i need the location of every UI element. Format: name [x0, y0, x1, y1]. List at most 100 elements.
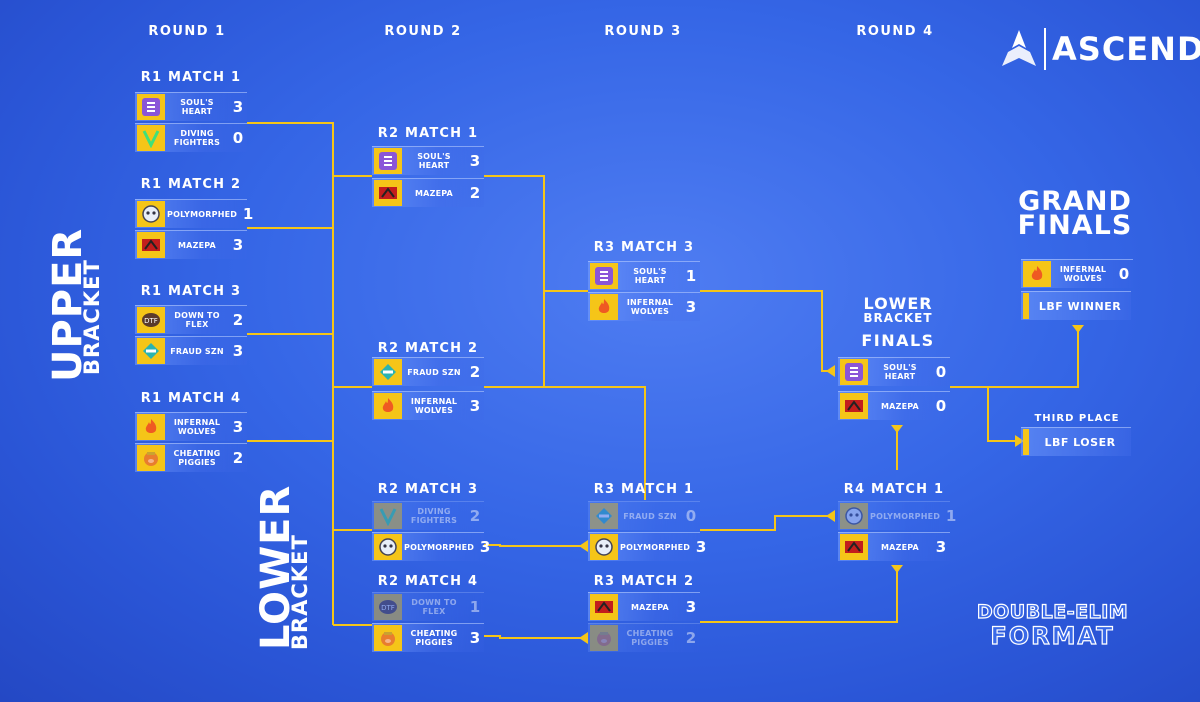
team-score: 1	[242, 205, 254, 223]
team-name: POLYMORPHED	[404, 542, 475, 552]
team-score: 3	[232, 342, 244, 360]
team-name: POLYMORPHED	[167, 209, 238, 219]
third-place-title: THIRD PLACE	[1034, 413, 1120, 424]
r1m1-title: R1 MATCH 1	[140, 70, 242, 85]
team-score: 2	[469, 507, 481, 525]
r3m2-title: R3 MATCH 2	[593, 574, 695, 589]
team-name: MAZEPA	[881, 542, 919, 552]
fraud-szn-logo-icon	[374, 359, 402, 385]
team-score: 2	[469, 184, 481, 202]
mazepa-logo-icon	[374, 180, 402, 206]
team-score: 1	[469, 598, 481, 616]
team-name: MAZEPA	[178, 240, 216, 250]
r2m2-title: R2 MATCH 2	[377, 341, 479, 356]
team-score: 1	[685, 267, 697, 285]
team-score: 3	[479, 538, 491, 556]
r1m1-team-row[interactable]: SOUL'S HEART 3	[135, 92, 247, 121]
lower-bracket-finals-title: LOWER BRACKET FINALS	[861, 294, 935, 350]
team-name: DIVING FIGHTERS	[410, 507, 458, 525]
r3m2-team-row[interactable]: MAZEPA 3	[588, 592, 700, 621]
r2m1-team-row[interactable]: SOUL'S HEART 3	[372, 146, 484, 175]
team-score: 3	[469, 152, 481, 170]
polymorphed-logo-icon	[590, 534, 618, 560]
team-score: 2	[469, 363, 481, 381]
team-score: 3	[685, 598, 697, 616]
r3m3-team-row[interactable]: INFERNAL WOLVES 3	[588, 292, 700, 321]
gf-slot-lbf-winner: LBF WINNER	[1021, 291, 1131, 320]
team-score: 3	[232, 98, 244, 116]
lower-label-small: BRACKET	[288, 534, 312, 650]
team-name: SOUL'S HEART	[417, 152, 451, 170]
diving-fighters-logo-icon	[137, 125, 165, 151]
brand-logo: ASCEND	[1000, 28, 1200, 70]
team-score: 0	[232, 129, 244, 147]
team-score: 2	[232, 311, 244, 329]
team-score: 0	[685, 507, 697, 525]
fraud-szn-logo-icon	[590, 503, 618, 529]
r2m3-team-row[interactable]: POLYMORPHED 3	[372, 532, 490, 561]
team-name: INFERNAL WOLVES	[626, 298, 674, 316]
r4m1-team-row[interactable]: POLYMORPHED 1	[838, 501, 956, 530]
team-name: POLYMORPHED	[870, 511, 941, 521]
cheating-piggies-logo-icon	[137, 445, 165, 471]
mazepa-logo-icon	[137, 232, 165, 258]
format-label: DOUBLE-ELIM FORMAT	[976, 600, 1129, 650]
cheating-piggies-logo-icon	[374, 625, 402, 651]
mazepa-logo-icon	[590, 594, 618, 620]
team-name: MAZEPA	[415, 188, 453, 198]
cheating-piggies-logo-icon	[590, 625, 618, 651]
team-score: 3	[232, 418, 244, 436]
diving-fighters-logo-icon	[374, 503, 402, 529]
r1m3-team-row[interactable]: DTF DOWN TO FLEX 2	[135, 305, 247, 334]
team-name: DOWN TO FLEX	[174, 311, 220, 329]
team-name: SOUL'S HEART	[180, 98, 214, 116]
down-to-flex-logo-icon: DTF	[374, 594, 402, 620]
mazepa-logo-icon	[840, 393, 868, 419]
team-name: FRAUD SZN	[170, 346, 224, 356]
r1m3-team-row[interactable]: FRAUD SZN 3	[135, 336, 247, 365]
infernal-wolves-logo-icon	[137, 414, 165, 440]
r2m3-team-row[interactable]: DIVING FIGHTERS 2	[372, 501, 484, 530]
svg-text:DTF: DTF	[381, 604, 395, 612]
polymorphed-logo-icon	[374, 534, 402, 560]
r3m1-team-row[interactable]: POLYMORPHED 3	[588, 532, 706, 561]
lbf-team-row[interactable]: SOUL'S HEART 0	[838, 357, 950, 386]
team-name: SOUL'S HEART	[883, 363, 917, 381]
team-name: POLYMORPHED	[620, 542, 691, 552]
team-score: 0	[935, 397, 947, 415]
souls-heart-logo-icon	[137, 94, 165, 120]
team-score: 1	[945, 507, 957, 525]
round-3-header: ROUND 3	[604, 24, 682, 39]
r4m1-title: R4 MATCH 1	[843, 482, 945, 497]
round-2-header: ROUND 2	[384, 24, 462, 39]
team-score: 3	[685, 298, 697, 316]
r1m2-team-row[interactable]: POLYMORPHED 1	[135, 199, 253, 228]
brand-name: ASCEND	[1052, 30, 1200, 68]
team-name: MAZEPA	[631, 602, 669, 612]
brand-divider	[1044, 28, 1046, 70]
svg-text:DTF: DTF	[144, 317, 158, 325]
team-score: 3	[695, 538, 707, 556]
r2m1-team-row[interactable]: MAZEPA 2	[372, 178, 484, 207]
team-score: 0	[935, 363, 947, 381]
team-name: INFERNAL WOLVES	[1059, 265, 1107, 283]
r2m3-title: R2 MATCH 3	[377, 482, 479, 497]
mazepa-logo-icon	[840, 534, 868, 560]
grand-finals-title: GRAND FINALS	[1017, 186, 1133, 241]
r3m1-title: R3 MATCH 1	[593, 482, 695, 497]
team-score: 3	[469, 397, 481, 415]
